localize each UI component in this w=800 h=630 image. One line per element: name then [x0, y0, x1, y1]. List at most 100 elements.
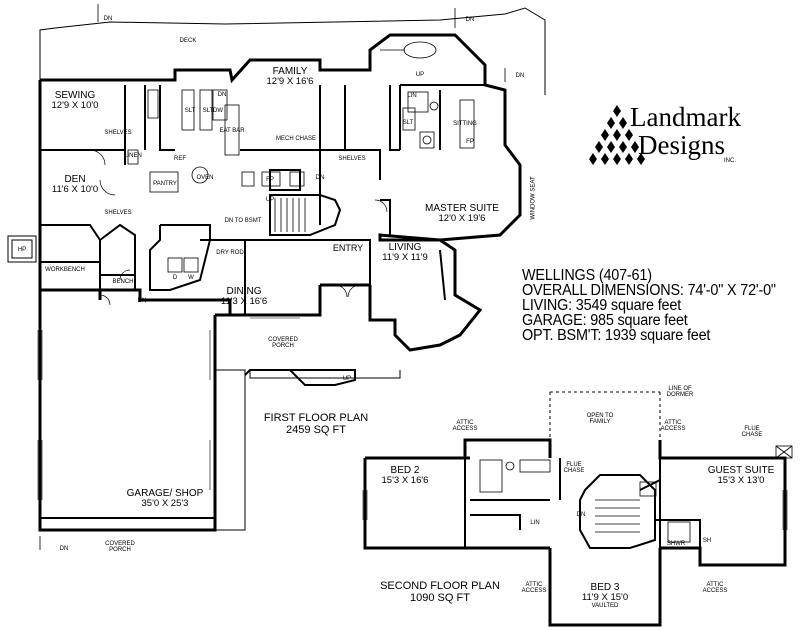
room-dims: 12'0 X 19'6	[438, 213, 486, 224]
label-attic-access: ATTIC ACCESS	[452, 420, 478, 432]
room-dims: 35'0 X 25'3	[141, 498, 189, 509]
second-floor-windows	[362, 490, 788, 530]
label-sh: SH	[702, 538, 712, 544]
label-workbench: WORKBENCH	[45, 267, 85, 273]
landmark-logo: Landmark Designs INC.	[590, 100, 790, 170]
first-floor-title: FIRST FLOOR PLAN 2459 SQ FT	[264, 412, 368, 436]
room-dims: 15'3 X 13'0	[717, 475, 765, 486]
label-ref: REF	[174, 156, 186, 162]
hp-box	[7, 235, 37, 263]
room-dims: 12'9 X 16'6	[266, 76, 314, 87]
label-covered-porch: COVERED PORCH	[105, 541, 135, 553]
dn-arrows	[39, 4, 506, 550]
label-line-of-dormer: LINE OF DORMER	[666, 386, 694, 398]
plan-basement: OPT. BSM'T: 1939 square feet	[522, 327, 711, 344]
label-bench: BENCH	[112, 279, 134, 285]
room-name: BED 3	[590, 582, 620, 593]
room-name: FAMILY	[272, 66, 308, 77]
first-floor-area: 2459 SQ FT	[286, 424, 346, 436]
room-dims: 12'9 X 10'0	[51, 100, 99, 111]
label-flue-chase: FLUE CHASE	[741, 426, 763, 438]
logo-line2: Designs	[638, 130, 725, 160]
room-dims: 11'9 X 15'0	[581, 592, 629, 603]
second-floor-area: 1090 SQ FT	[410, 592, 470, 604]
room-dims: 11'6 X 10'0	[51, 184, 99, 195]
second-floor-title: SECOND FLOOR PLAN 1090 SQ FT	[380, 580, 500, 604]
second-floor-stairs	[595, 499, 640, 533]
label-window-seat: WINDOW SEAT	[530, 176, 537, 220]
label-dn: DN	[217, 92, 227, 98]
room-garage-shop: GARAGE/ SHOP 35'0 X 25'3	[127, 489, 204, 509]
room-guest-suite: GUEST SUITE 15'3 X 13'0	[708, 466, 775, 486]
label-dn-to-bsmt: DN TO BSMT	[224, 218, 262, 224]
room-dims: 11'9 X 11'9	[382, 252, 428, 263]
room-bed-3: BED 3 11'9 X 15'0 VAULTED	[581, 582, 629, 610]
label-lin: LIN	[530, 520, 540, 526]
room-note: VAULTED	[591, 603, 619, 609]
room-name: LIVING	[388, 242, 422, 253]
label-dn: DN	[515, 73, 525, 79]
label-dry-rod: DRY ROD	[216, 250, 244, 256]
room-dining: DINING 11'3 X 16'6	[221, 287, 267, 307]
label-dn: DN	[465, 17, 475, 23]
label-deck: DECK	[179, 38, 197, 44]
plan-living: LIVING: 3549 square feet	[522, 297, 682, 314]
room-name: SEWING	[54, 90, 96, 101]
label-entry: ENTRY	[332, 243, 364, 253]
room-den: DEN 11'6 X 10'0	[52, 175, 98, 195]
plan-info: WELLINGS (407-61) OVERALL DIMENSIONS: 74…	[522, 267, 795, 344]
room-name: GARAGE/ SHOP	[126, 488, 204, 499]
label-dn: DN	[315, 175, 325, 181]
label-dn: DN	[576, 512, 586, 518]
windows	[37, 313, 300, 500]
logo-suffix: INC.	[724, 158, 736, 164]
first-floor-walls	[38, 33, 522, 532]
label-w: W	[188, 275, 194, 281]
garage-walls	[40, 261, 356, 519]
room-master-suite: MASTER SUITE 12'0 X 19'6	[425, 204, 499, 224]
label-attic-access: ATTIC ACCESS	[702, 582, 728, 594]
second-floor-fixtures	[479, 445, 793, 543]
label-up: UP	[342, 376, 352, 382]
room-dims: 11'3 X 16'6	[220, 296, 268, 307]
label-slt: SLT	[402, 120, 414, 126]
plan-overall: OVERALL DIMENSIONS: 74'-0" X 72'-0"	[522, 282, 776, 299]
room-sewing: SEWING 12'9 X 10'0	[52, 91, 99, 111]
label-mech-chase: MECH CHASE	[275, 136, 317, 142]
room-living: LIVING 11'9 X 11'9	[382, 243, 428, 263]
room-name: BED 2	[390, 465, 420, 476]
first-floor-interior	[40, 84, 485, 315]
label-dw: DW	[213, 108, 223, 114]
room-name: DINING	[226, 286, 262, 297]
label-shwr: SHWR	[666, 541, 686, 547]
label-shelves: SHELVES	[104, 130, 132, 136]
label-covered-porch: COVERED PORCH	[268, 337, 298, 349]
label-open-to-family: OPEN TO FAMILY	[586, 413, 614, 425]
room-name: GUEST SUITE	[707, 465, 775, 476]
label-dn: DN	[137, 298, 147, 304]
label-up: UP	[265, 197, 275, 203]
label-slt: SLT	[184, 108, 196, 114]
room-dims: 15'3 X 16'6	[381, 475, 429, 486]
second-floor-interior	[464, 458, 701, 549]
logo-line1: Landmark	[630, 102, 741, 132]
first-floor-stairs	[274, 198, 306, 232]
label-lin: LIN	[407, 93, 417, 99]
label-sitting: SITTING	[453, 121, 477, 127]
room-family: FAMILY 12'9 X 16'6	[267, 67, 314, 87]
room-name: DEN	[64, 174, 86, 185]
first-floor-title-text: FIRST FLOOR PLAN	[263, 412, 369, 424]
open-to-family-dashed	[549, 391, 661, 440]
label-flue-chase: FLUE CHASE	[563, 462, 585, 474]
fixtures	[127, 41, 475, 273]
logo-pyramid	[589, 105, 645, 165]
second-floor-walls	[363, 438, 787, 627]
plan-garage: GARAGE: 985 square feet	[522, 312, 688, 329]
label-d: D	[172, 275, 178, 281]
label-dn: DN	[103, 16, 113, 22]
label-eat-bar: EAT BAR	[219, 128, 245, 134]
room-bed-2: BED 2 15'3 X 16'6	[382, 466, 429, 486]
plan-name: WELLINGS (407-61)	[522, 267, 652, 284]
label-pantry: PANTRY	[153, 181, 177, 187]
